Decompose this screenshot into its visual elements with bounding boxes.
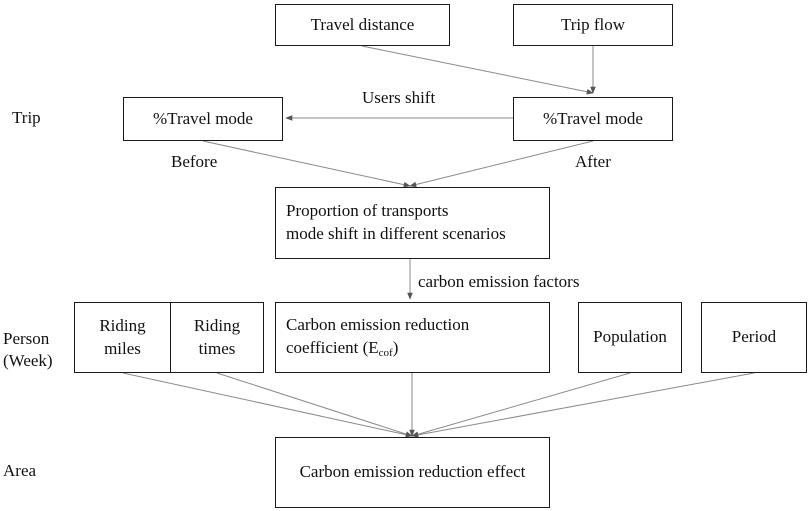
arrow-miles-to-effect — [122, 372, 413, 438]
box-period: Period — [701, 302, 807, 373]
edge-label-after: After — [575, 152, 611, 171]
coefficient-line1: Carbon emission reduction — [286, 315, 470, 335]
box-population: Population — [578, 302, 682, 373]
box-trip-flow: Trip flow — [513, 4, 673, 46]
level-label-trip: Trip — [12, 108, 41, 127]
box-travel-distance: Travel distance — [275, 4, 450, 46]
level-label-person-line2: (Week) — [3, 351, 53, 371]
box-travel-mode-after: %Travel mode — [513, 97, 673, 141]
box-travel-mode-before: %Travel mode — [123, 97, 283, 141]
riding-times-line2: times — [198, 338, 236, 358]
arrow-population-to-effect — [411, 372, 631, 437]
coefficient-line2-prefix: coefficient (E — [286, 338, 379, 358]
box-riding-times: Riding times — [170, 302, 264, 373]
arrow-distance-to-after — [361, 45, 594, 95]
box-proportion-mode-shift: Proportion of transports mode shift in d… — [275, 187, 550, 259]
riding-miles-line1: Riding — [99, 315, 146, 335]
level-label-person-line1: Person — [3, 329, 50, 348]
arrow-times-to-effect — [216, 372, 413, 437]
level-label-person: Person (Week) — [3, 328, 53, 372]
proportion-line1: Proportion of transports — [286, 201, 449, 221]
edge-label-carbon-emission-factors: carbon emission factors — [418, 272, 580, 291]
edge-label-users-shift: Users shift — [362, 88, 436, 107]
box-carbon-reduction-effect: Carbon emission reduction effect — [275, 437, 550, 508]
coefficient-line2: coefficient (Ecof) — [286, 337, 398, 361]
edge-label-before: Before — [171, 152, 218, 171]
riding-miles-line2: miles — [104, 338, 141, 358]
level-label-area: Area — [3, 461, 37, 480]
box-riding-miles: Riding miles — [74, 302, 171, 373]
arrow-period-to-effect — [411, 372, 755, 438]
box-carbon-reduction-coefficient: Carbon emission reduction coefficient (E… — [275, 302, 550, 373]
arrow-after-to-proportion — [409, 140, 594, 188]
riding-times-line1: Riding — [193, 315, 241, 335]
arrow-before-to-proportion — [202, 140, 411, 188]
coefficient-subscript: cof — [378, 347, 393, 360]
proportion-line2: mode shift in different scenarios — [286, 224, 506, 243]
coefficient-line2-suffix: ) — [392, 338, 399, 358]
